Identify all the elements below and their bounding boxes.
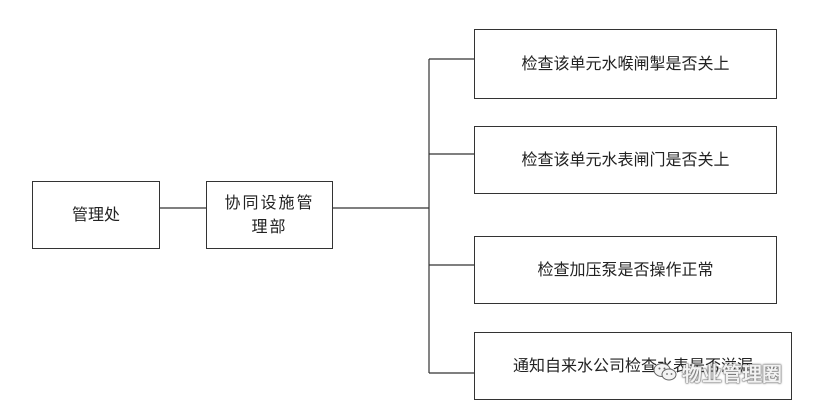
watermark-text: 物业管理圈 bbox=[682, 361, 782, 386]
node-label: 通知自来水公司检查水表是否溢漏 bbox=[512, 356, 753, 375]
node-label: 管理处 bbox=[71, 205, 120, 224]
node-check-3: 检查加压泵是否操作正常 bbox=[474, 236, 777, 304]
wechat-icon bbox=[653, 363, 677, 381]
node-check-2: 检查该单元水表闸门是否关上 bbox=[474, 126, 777, 194]
watermark: 物业管理圈 bbox=[652, 358, 782, 386]
node-label: 检查加压泵是否操作正常 bbox=[537, 260, 714, 279]
node-label: 检查该单元水表闸门是否关上 bbox=[521, 150, 730, 169]
node-check-1: 检查该单元水喉闸掣是否关上 bbox=[474, 29, 777, 99]
node-label: 协同设施管理部 bbox=[224, 193, 315, 236]
node-label: 检查该单元水喉闸掣是否关上 bbox=[521, 54, 730, 73]
node-facility-department: 协同设施管理部 bbox=[206, 181, 333, 249]
node-check-4: 通知自来水公司检查水表是否溢漏 bbox=[474, 332, 792, 400]
node-management-office: 管理处 bbox=[32, 181, 160, 249]
